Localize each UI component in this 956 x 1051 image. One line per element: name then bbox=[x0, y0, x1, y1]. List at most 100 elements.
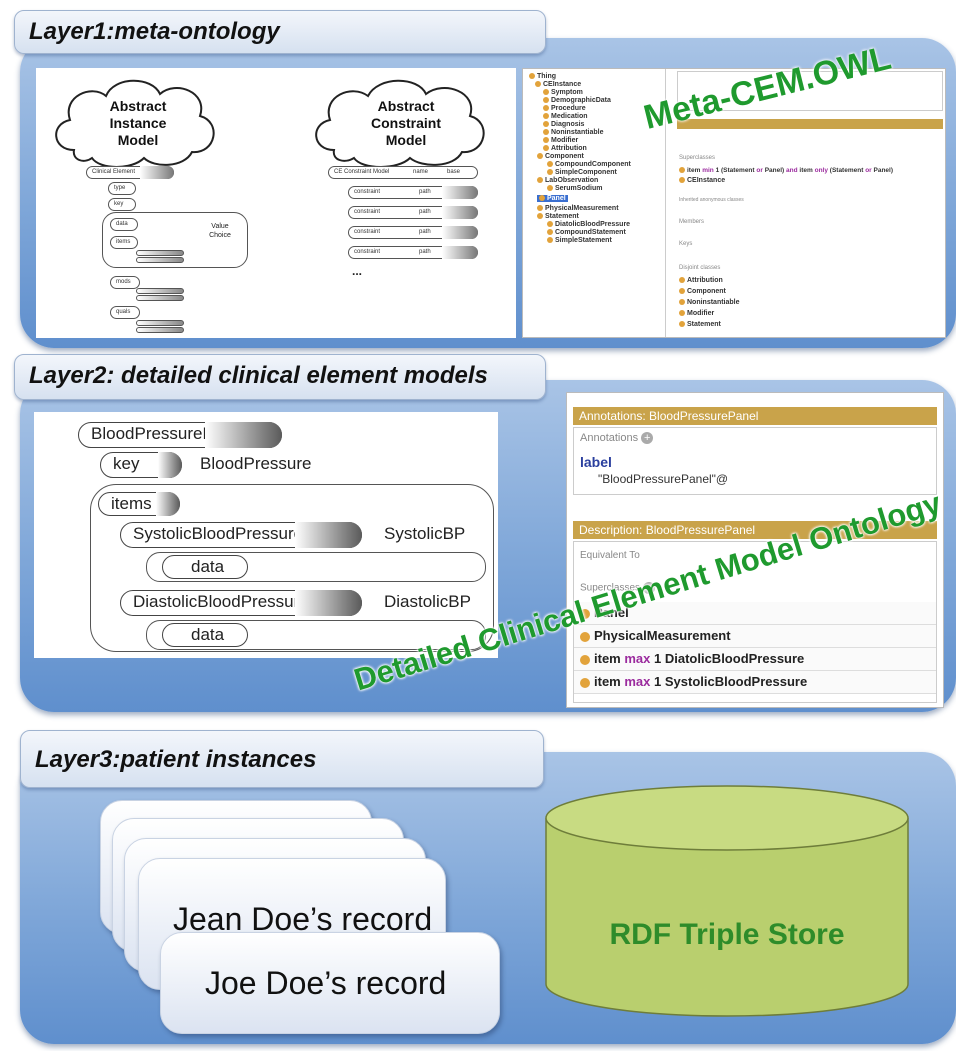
annotations-label: Annotations + bbox=[580, 432, 654, 445]
constraint-row: constraintpathvalue bbox=[348, 246, 478, 259]
ceinstance-superclass: CEInstance bbox=[679, 177, 725, 184]
superclass-row: Panel bbox=[574, 602, 936, 625]
stack-bar bbox=[136, 288, 184, 294]
systolic-data-group bbox=[146, 552, 486, 582]
tree-item: DemographicData bbox=[543, 97, 611, 104]
top-blank-area bbox=[677, 71, 943, 111]
label-key: label bbox=[580, 454, 612, 470]
add-superclass-icon[interactable]: + bbox=[642, 582, 655, 594]
layer3-title: Layer3:patient instances bbox=[20, 730, 544, 788]
disjoint-item: Noninstantiable bbox=[679, 299, 740, 306]
stack-bar bbox=[136, 295, 184, 301]
blood-pressure-panel-pill: BloodPressurePanel bbox=[78, 422, 282, 448]
disjoint-item: Statement bbox=[679, 321, 721, 328]
jean-doe-label: Jean Doe’s record bbox=[173, 901, 433, 937]
stack-bar bbox=[136, 320, 184, 326]
superclasses-label: Superclasses bbox=[679, 155, 716, 161]
disjoint-item: Modifier bbox=[679, 310, 714, 317]
data-pill: data bbox=[162, 555, 248, 579]
superclass-row: item max 1 SystolicBloodPressure bbox=[574, 671, 936, 694]
annotations-header: Annotations: BloodPressurePanel bbox=[573, 407, 937, 425]
value-choice-group bbox=[102, 212, 248, 268]
cloud2-label: Abstract Constraint Model bbox=[371, 98, 441, 148]
tree-item: Component bbox=[537, 153, 584, 160]
members-label: Members bbox=[679, 219, 705, 225]
disjoint-label: Disjoint classes bbox=[679, 265, 721, 271]
label-value: "BloodPressurePanel"@ bbox=[598, 472, 729, 486]
description-header-bar bbox=[677, 119, 943, 129]
tree-item: Procedure bbox=[543, 105, 586, 112]
stack-bar bbox=[136, 327, 184, 333]
constraint-row: constraintpathvalue bbox=[348, 186, 478, 199]
constraint-row: constraintpathvalue bbox=[348, 226, 478, 239]
tree-item: Diagnosis bbox=[543, 121, 584, 128]
tree-item: Symptom bbox=[543, 89, 583, 96]
description-body: Equivalent To Superclasses + Panel Physi… bbox=[573, 541, 937, 703]
tree-item: SimpleStatement bbox=[547, 237, 612, 244]
tree-item: CompoundComponent bbox=[547, 161, 631, 168]
tree-item: SimpleComponent bbox=[547, 169, 617, 176]
protege-annotations: Annotations: BloodPressurePanel Annotati… bbox=[566, 392, 944, 708]
add-annotation-icon[interactable]: + bbox=[641, 432, 654, 445]
superclass-row: item max 1 DiatolicBloodPressure bbox=[574, 648, 936, 671]
items-pill: items bbox=[98, 492, 180, 516]
item-rule: item min 1 (Statement or Panel) and item… bbox=[679, 167, 893, 174]
clinical-element-pill: Clinical Element bbox=[86, 166, 174, 179]
class-description-panel: Superclasses item min 1 (Statement or Pa… bbox=[673, 69, 945, 337]
diastolic-pill: DiastolicBloodPressureQn bbox=[120, 590, 362, 616]
data-pill: data bbox=[110, 218, 138, 231]
systolic-pill: SystolicBloodPressureQn bbox=[120, 522, 362, 548]
cem-diagram: BloodPressurePanel key BloodPressure ite… bbox=[34, 412, 498, 658]
protege-class-hierarchy: Thing CEInstance Symptom DemographicData… bbox=[522, 68, 946, 338]
tree-panel: Thing CEInstance Symptom DemographicData… bbox=[523, 69, 666, 337]
triple-store-label: RDF Triple Store bbox=[609, 918, 845, 951]
quals-pill: quals bbox=[110, 306, 140, 319]
description-header: Description: BloodPressurePanel bbox=[573, 521, 937, 539]
tree-item-selected: Panel bbox=[537, 195, 568, 202]
stack-bar bbox=[136, 257, 184, 263]
items-group bbox=[90, 484, 494, 652]
annotations-body: Annotations + label "BloodPressurePanel"… bbox=[573, 427, 937, 495]
constraint-header-pill: CE Constraint Model name base bbox=[328, 166, 478, 179]
tree-item: Medication bbox=[543, 113, 588, 120]
tree-item: Thing bbox=[529, 73, 556, 80]
disjoint-item: Attribution bbox=[679, 277, 723, 284]
tree-item: CEInstance bbox=[535, 81, 581, 88]
tree-item: LabObservation bbox=[537, 177, 598, 184]
systolic-value: SystolicBP bbox=[384, 524, 466, 543]
items-pill: items bbox=[110, 236, 138, 249]
superclasses-label: Superclasses + bbox=[580, 582, 655, 594]
diastolic-data-group bbox=[146, 620, 486, 650]
value-choice-label: Value Choice bbox=[209, 223, 231, 239]
tree-item: CompoundStatement bbox=[547, 229, 626, 236]
tree-item: PhysicalMeasurement bbox=[537, 205, 619, 212]
keys-label: Keys bbox=[679, 241, 693, 247]
constraint-row: constraintpathvalue bbox=[348, 206, 478, 219]
triple-store-cylinder bbox=[545, 785, 909, 1017]
key-value: BloodPressure bbox=[200, 454, 312, 473]
type-pill: type bbox=[108, 182, 136, 195]
key-pill: key bbox=[100, 452, 182, 478]
meta-model-diagram: Abstract Instance Model Abstract Constra… bbox=[36, 68, 516, 338]
tree-item: Modifier bbox=[543, 137, 578, 144]
cloud1-label: Abstract Instance Model bbox=[109, 98, 167, 148]
tree-item: Attribution bbox=[543, 145, 587, 152]
tree-item: SerumSodium bbox=[547, 185, 602, 192]
mods-pill: mods bbox=[110, 276, 140, 289]
tree-item: DiatolicBloodPressure bbox=[547, 221, 630, 228]
inherited-label: Inherited anonymous classes bbox=[679, 197, 744, 203]
layer2-title: Layer2: detailed clinical element models bbox=[14, 354, 546, 400]
tree-item: Statement bbox=[537, 213, 579, 220]
key-pill: key bbox=[108, 198, 136, 211]
diastolic-value: DiastolicBP bbox=[384, 592, 471, 611]
equivalent-label: Equivalent To bbox=[580, 550, 640, 561]
joe-doe-label: Joe Doe’s record bbox=[205, 965, 447, 1001]
ellipsis: ... bbox=[352, 264, 363, 278]
stack-bar bbox=[136, 250, 184, 256]
joe-doe-record: Joe Doe’s record bbox=[160, 932, 500, 1034]
data-pill: data bbox=[162, 623, 248, 647]
tree-item: Noninstantiable bbox=[543, 129, 604, 136]
layer1-title: Layer1:meta-ontology bbox=[14, 10, 546, 54]
superclass-row: PhysicalMeasurement bbox=[574, 625, 936, 648]
disjoint-item: Component bbox=[679, 288, 726, 295]
